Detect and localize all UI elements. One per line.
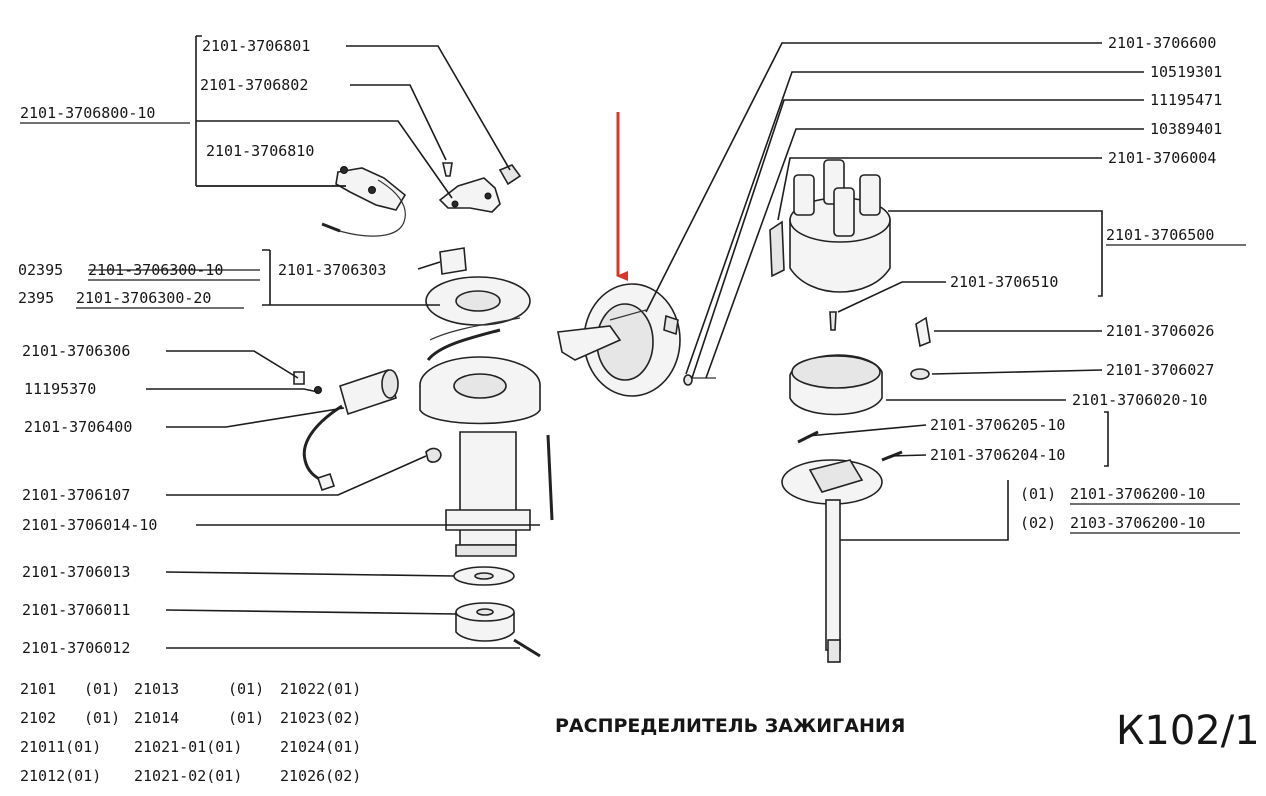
label-2101-3706004: 2101-3706004 — [1108, 149, 1216, 167]
label-2101-3706303: 2101-3706303 — [278, 261, 386, 279]
label-variant-01: (01) — [1020, 485, 1056, 503]
label-2101-3706500: 2101-3706500 — [1106, 226, 1214, 244]
vacuum-regulator-drawing — [557, 283, 716, 397]
breaker-contact-set-drawing — [321, 166, 407, 237]
applicability-cell: 21014 — [134, 709, 179, 727]
label-2101-3706400: 2101-3706400 — [24, 418, 132, 436]
applicability-cell: 21024(01) — [280, 738, 361, 756]
label-2101-3706011: 2101-3706011 — [22, 601, 130, 619]
label-2101-3706306: 2101-3706306 — [22, 342, 130, 360]
applicability-cell: 21023(02) — [280, 709, 361, 727]
leader-lines — [146, 35, 1144, 649]
label-2101-3706600: 2101-3706600 — [1108, 34, 1216, 52]
label-02395: 02395 — [18, 261, 63, 279]
lower-parts-drawing — [425, 434, 554, 658]
distributor-cap-drawing — [769, 159, 891, 293]
applicability-cell: 21012(01) — [20, 767, 101, 785]
applicability-cell: 21026(02) — [280, 767, 361, 785]
label-2101-3706027: 2101-3706027 — [1106, 361, 1214, 379]
applicability-cell: 21021-01(01) — [134, 738, 242, 756]
label-2101-3706204-10: 2101-3706204-10 — [930, 446, 1065, 464]
applicability-table: 2101 (01) 21013 (01) 21022(01) 2102 (01)… — [20, 680, 361, 785]
label-variant-02: (02) — [1020, 514, 1056, 532]
felt-and-breaker-plate-drawing — [425, 247, 531, 361]
label-2101-3706205-10: 2101-3706205-10 — [930, 416, 1065, 434]
label-11195370: 11195370 — [24, 380, 96, 398]
applicability-cell: 2102 — [20, 709, 56, 727]
adjusting-bracket-drawing — [438, 162, 522, 213]
label-2101-3706802: 2101-3706802 — [200, 76, 308, 94]
label-2101-3706810: 2101-3706810 — [206, 142, 314, 160]
label-2101-3706014-10: 2101-3706014-10 — [22, 516, 157, 534]
condenser-drawing — [293, 368, 399, 492]
applicability-cell: 21021-02(01) — [134, 767, 242, 785]
label-2101-3706020-10: 2101-3706020-10 — [1072, 391, 1207, 409]
label-2101-3706300-20: 2101-3706300-20 — [76, 289, 211, 307]
applicability-cell: (01) — [84, 709, 120, 727]
label-2101-3706200-10: 2101-3706200-10 — [1070, 485, 1205, 503]
applicability-cell: 21011(01) — [20, 738, 101, 756]
label-2101-3706012: 2101-3706012 — [22, 639, 130, 657]
shaft-assembly-drawing — [781, 430, 903, 663]
applicability-cell: (01) — [84, 680, 120, 698]
label-2101-3706107: 2101-3706107 — [22, 486, 130, 504]
distributor-body-drawing — [419, 356, 541, 557]
label-2101-3706026: 2101-3706026 — [1106, 322, 1214, 340]
label-11195471: 11195471 — [1150, 91, 1222, 109]
label-2103-3706200-10: 2103-3706200-10 — [1070, 514, 1205, 532]
label-10519301: 10519301 — [1150, 63, 1222, 81]
rotor-drawing — [789, 311, 931, 416]
label-10389401: 10389401 — [1150, 120, 1222, 138]
label-2101-3706800-10: 2101-3706800-10 — [20, 104, 155, 122]
label-2101-3706510: 2101-3706510 — [950, 273, 1058, 291]
label-2101-3706013: 2101-3706013 — [22, 563, 130, 581]
applicability-cell: 2101 — [20, 680, 56, 698]
label-2395: 2395 — [18, 289, 54, 307]
applicability-cell: (01) — [228, 680, 264, 698]
applicability-cell: 21013 — [134, 680, 179, 698]
page-code: К102/1 — [1116, 708, 1260, 754]
applicability-cell: 21022(01) — [280, 680, 361, 698]
applicability-cell: (01) — [228, 709, 264, 727]
page-title: РАСПРЕДЕЛИТЕЛЬ ЗАЖИГАНИЯ — [555, 715, 905, 737]
part-number-labels: 2101-3706801 2101-3706802 2101-3706800-1… — [18, 34, 1246, 657]
label-2101-3706801: 2101-3706801 — [202, 37, 310, 55]
